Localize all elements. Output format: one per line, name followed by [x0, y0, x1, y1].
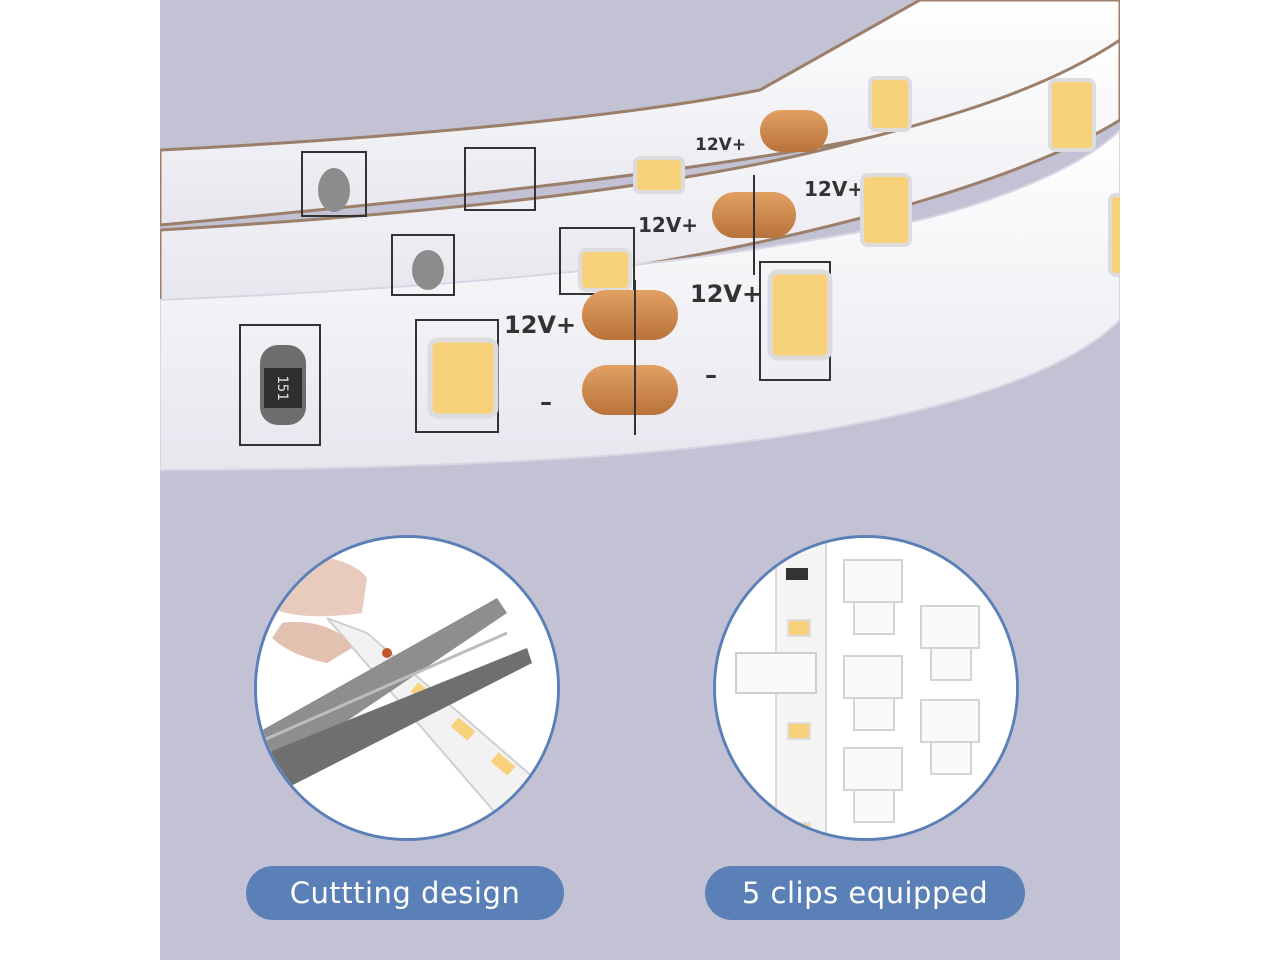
led-strip-closeup: 12V+ 12V+ 12V+ 151 12V+: [160, 0, 1120, 472]
clips-equipped-image: [713, 535, 1019, 841]
cutting-design-image: [254, 535, 560, 841]
front-layer-components: 151 12V+ – 12V+ –: [239, 261, 833, 446]
svg-text:151: 151: [274, 375, 290, 400]
strip-clips-icon: [716, 538, 1016, 838]
svg-text:12V+: 12V+: [504, 311, 576, 339]
middle-layer-components: 12V+ 12V+: [391, 173, 1120, 296]
svg-text:12V+: 12V+: [690, 280, 762, 308]
feature-caption-cutting-text: Cuttting design: [289, 876, 521, 910]
feature-caption-clips-text: 5 clips equipped: [741, 876, 989, 910]
feature-caption-cutting: Cuttting design: [246, 866, 564, 920]
svg-text:12V+: 12V+: [804, 177, 864, 201]
svg-text:12V+: 12V+: [695, 135, 746, 155]
back-layer-components: 12V+: [301, 76, 1096, 217]
feature-caption-clips: 5 clips equipped: [705, 866, 1025, 920]
product-image: 12V+ 12V+ 12V+ 151 12V+: [160, 0, 1120, 960]
svg-text:–: –: [705, 361, 717, 389]
svg-text:–: –: [540, 388, 552, 416]
scissors-cutting-strip-icon: [257, 538, 557, 838]
svg-text:12V+: 12V+: [638, 213, 698, 237]
